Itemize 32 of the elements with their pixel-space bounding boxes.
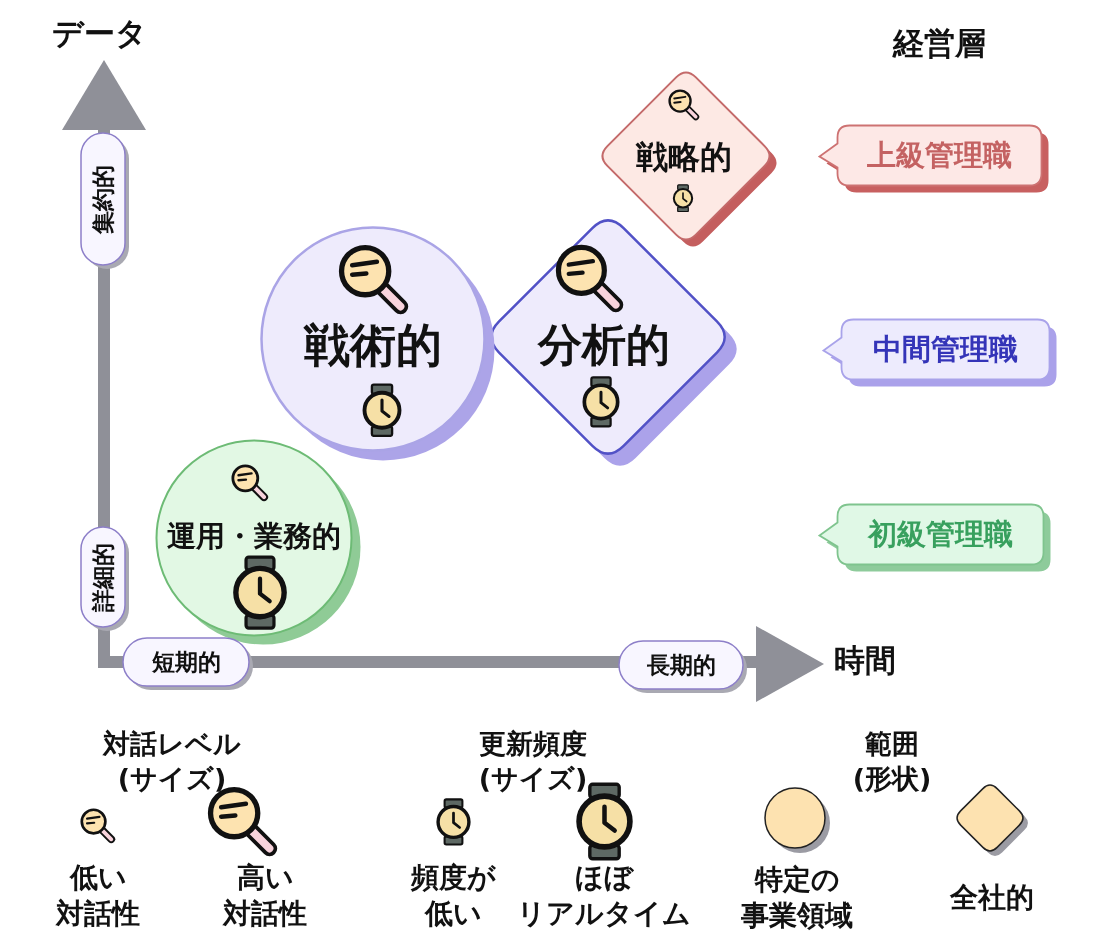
node-label: 戦略的 <box>636 138 732 176</box>
pill-tag <box>80 132 130 270</box>
legend-label: 高い対話性 <box>223 860 307 932</box>
legend-label: 頻度が低い <box>410 860 496 932</box>
bubble-label: 上級管理職 <box>867 138 1012 173</box>
legend-label: ほぼリアルタイム <box>517 860 691 932</box>
legend-heading: 更新頻度(サイズ) <box>478 727 588 796</box>
pill-tag <box>618 640 748 694</box>
axis-title: 時間 <box>834 643 896 679</box>
circle-bubble <box>260 226 496 462</box>
bubble-label: 初級管理職 <box>868 517 1013 552</box>
legend-label: 特定の事業領域 <box>741 862 853 934</box>
pill-label: 詳細的 <box>89 542 117 612</box>
legend-heading: 対話レベル(サイズ) <box>103 727 241 796</box>
legend-label: 全社的 <box>950 880 1034 916</box>
pill-label: 短期的 <box>151 648 221 676</box>
speech-bubble <box>822 318 1058 388</box>
legend-label: 低い対話性 <box>56 860 140 932</box>
speech-bubble <box>818 124 1050 194</box>
axis-title: データ <box>52 16 147 52</box>
node-label: 運用・業務的 <box>167 520 341 554</box>
pill-label: 集約的 <box>89 164 117 234</box>
column-heading: 経営層 <box>893 26 986 62</box>
speech-bubble <box>818 503 1052 573</box>
node-label: 戦術的 <box>304 318 442 372</box>
circle-bubble <box>155 439 362 646</box>
pill-tag <box>80 526 130 632</box>
pill-tag <box>122 637 254 691</box>
bubble-label: 中間管理職 <box>873 332 1018 367</box>
pill-label: 長期的 <box>646 651 716 679</box>
legend-heading: 範囲(形状) <box>852 727 932 796</box>
node-label: 分析的 <box>538 319 670 371</box>
